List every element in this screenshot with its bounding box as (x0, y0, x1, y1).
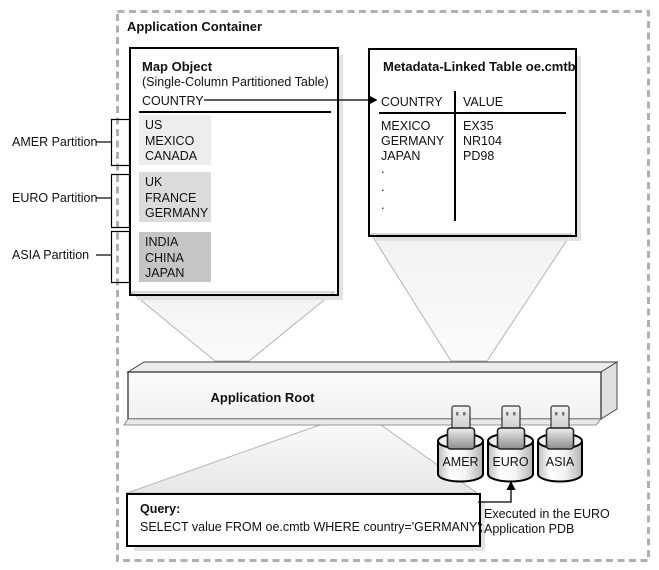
partition-bracket-asia (110, 230, 131, 284)
metadata-cell: NR104 (463, 134, 502, 148)
metadata-column-value: VALUE (463, 95, 504, 109)
query-to-euro-arrow (478, 481, 516, 503)
country-row: UK (145, 175, 163, 189)
partition-rows-amer: US MEXICO CANADA (139, 115, 211, 165)
metadata-cell: MEXICO (381, 119, 431, 133)
map-object-header-rule (139, 111, 331, 113)
partition-label-euro: EURO Partition (12, 191, 98, 205)
metadata-table-title: Metadata-Linked Table oe.cmtb (383, 59, 576, 74)
pdb-label-amer: AMER (442, 455, 479, 469)
metadata-ellipsis-dot: . (381, 161, 385, 176)
partition-rows-asia: INDIA CHINA JAPAN (139, 232, 211, 282)
metadata-ellipsis-dot: . (381, 197, 385, 212)
country-row: JAPAN (145, 266, 185, 280)
map-object-column-header: COUNTRY (142, 94, 204, 108)
country-row: CANADA (145, 149, 198, 163)
pdb-label-euro: EURO (492, 455, 529, 469)
metadata-column-country: COUNTRY (381, 95, 443, 109)
metadata-cell: JAPAN (381, 149, 421, 163)
country-row: FRANCE (145, 190, 197, 205)
metadata-table-box: Metadata-Linked Table oe.cmtb COUNTRY VA… (368, 48, 577, 237)
partition-bracket-euro (110, 173, 131, 229)
metadata-cell: EX35 (463, 119, 494, 133)
partition-label-amer: AMER Partition (12, 135, 98, 149)
partition-bracket-amer (110, 118, 131, 167)
metadata-ellipsis-dot: . (381, 179, 385, 194)
map-object-title: Map Object (142, 59, 213, 74)
map-object-subtitle: (Single-Column Partitioned Table) (142, 75, 329, 89)
country-row: US (145, 118, 163, 132)
metadata-cell: GERMANY (381, 134, 445, 148)
pdb-label-asia: ASIA (545, 455, 575, 469)
executed-note-line2: Application PDB (484, 522, 575, 536)
partition-rows-euro: UK FRANCE GERMANY (139, 172, 211, 222)
usb-plug-icon-asia (545, 405, 575, 450)
executed-note-line1: Executed in the EURO (484, 507, 610, 521)
map-object-box: Map Object (Single-Column Partitioned Ta… (129, 47, 339, 296)
application-root-label: Application Root (210, 390, 315, 405)
funnel-map-to-root (129, 291, 336, 362)
query-sql: SELECT value FROM oe.cmtb WHERE country=… (140, 520, 484, 534)
query-box: Query: SELECT value FROM oe.cmtb WHERE c… (126, 493, 484, 547)
partition-label-asia: ASIA Partition (12, 248, 90, 262)
query-label: Query: (140, 502, 181, 516)
funnel-metadata-to-root (370, 233, 572, 362)
metadata-cell: PD98 (463, 149, 495, 163)
country-row: GERMANY (145, 206, 209, 220)
usb-plug-icon-amer (446, 405, 476, 450)
metadata-header-rule (379, 112, 566, 114)
usb-plug-icon-euro (496, 405, 526, 450)
funnel-root-to-query (126, 419, 479, 494)
metadata-column-divider (454, 91, 456, 221)
application-container-label: Application Container (127, 19, 263, 34)
country-row: INDIA (145, 235, 179, 249)
country-row: MEXICO (145, 133, 195, 148)
country-row: CHINA (145, 250, 184, 265)
